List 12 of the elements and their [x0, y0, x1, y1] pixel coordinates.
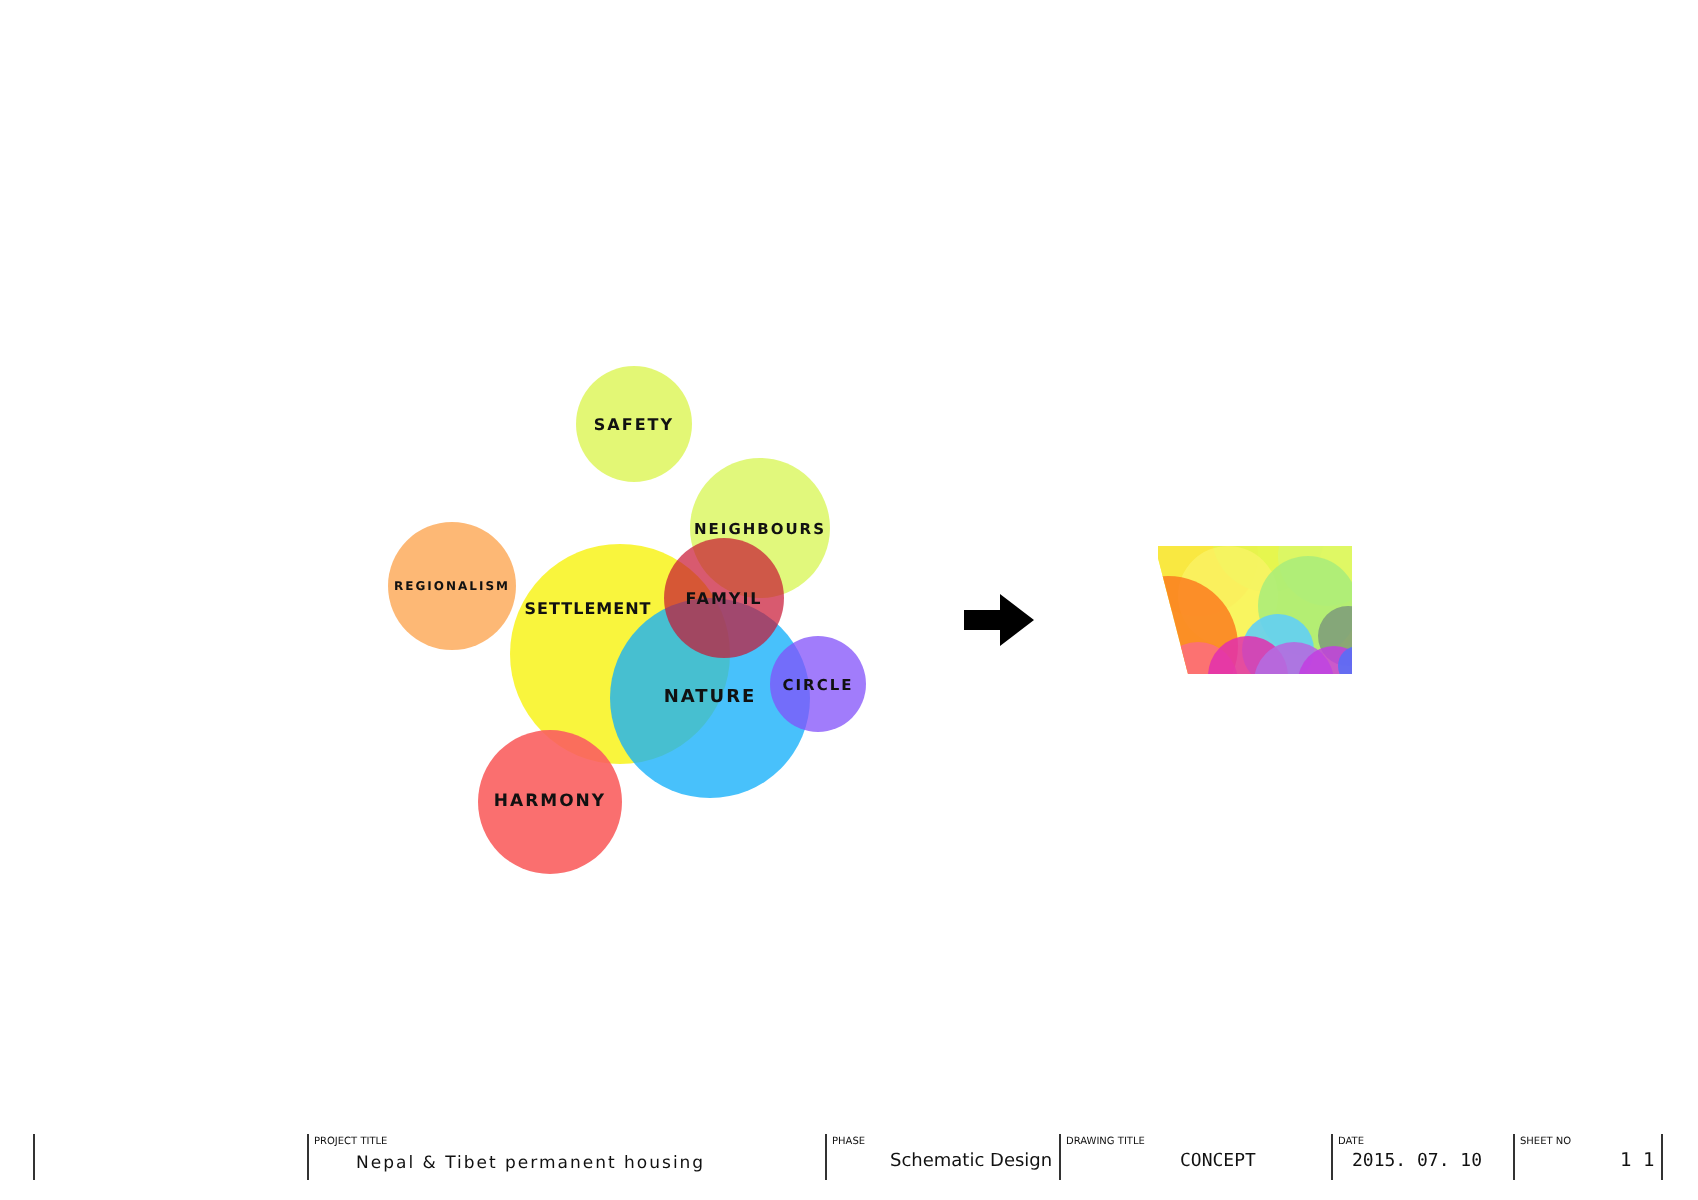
- drawing-title: CONCEPT: [1180, 1152, 1256, 1172]
- concept-label: FAMYIL: [685, 589, 763, 607]
- project-title: Nepal & Tibet permanent housing: [356, 1154, 706, 1174]
- color-pattern-drawing: [1158, 546, 1352, 674]
- concept-circle: [770, 636, 866, 732]
- sheet-number: 1 1: [1620, 1150, 1655, 1172]
- phase-value: Schematic Design: [890, 1152, 1053, 1172]
- date-value: 2015. 07. 10: [1352, 1152, 1483, 1172]
- concept-label: SETTLEMENT: [524, 599, 652, 617]
- concept-label: HARMONY: [493, 792, 607, 812]
- concept-label: SAFETY: [593, 415, 675, 433]
- concept-label: NATURE: [663, 688, 757, 708]
